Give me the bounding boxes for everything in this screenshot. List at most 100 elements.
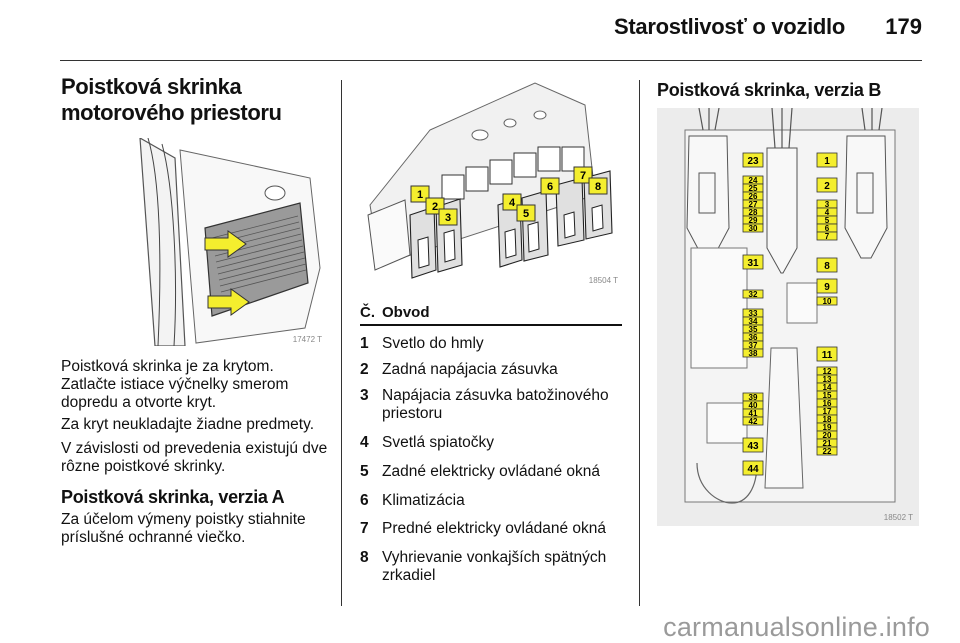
fuse-slot-left <box>742 289 764 299</box>
fuse-number-25: 25 <box>749 184 758 193</box>
paragraph: Poistková skrinka je za krytom. Zatlačte… <box>61 358 289 411</box>
subsection-title: Poistková skrinka, verzia A <box>61 487 285 507</box>
arrow-right-icon <box>207 288 250 316</box>
fuse-number-23: 23 <box>747 156 759 167</box>
paragraph: V závislosti od prevedenia existujú dve … <box>61 440 328 475</box>
fuse-number-39: 39 <box>749 393 758 402</box>
fuse-number-6: 6 <box>825 224 830 233</box>
relay-number-4: 4 <box>509 197 516 209</box>
fuse-number-4: 4 <box>825 208 830 217</box>
row-text: Zadné elektricky ovládané okná <box>382 463 600 480</box>
row-text: Svetlo do hmly <box>382 335 484 352</box>
paragraph: Za účelom výmeny poistky stiahnite prísl… <box>61 511 306 546</box>
row-text: Predné elektricky ovládané okná <box>382 520 607 537</box>
fuse-slot-left <box>742 348 764 358</box>
relay-number-5: 5 <box>523 208 529 220</box>
relay-number-3: 3 <box>445 212 451 224</box>
row-text: Vyhrievanie vonkajších spätných zrkadiel <box>382 549 607 584</box>
row-number: 6 <box>360 492 369 509</box>
fuse-number-41: 41 <box>749 409 758 418</box>
watermark: carmanualsonline.info <box>663 612 930 642</box>
fuse-number-12: 12 <box>823 367 832 376</box>
column-header-circuit: Obvod <box>382 304 430 321</box>
row-number: 1 <box>360 335 369 352</box>
fuse-slot-right <box>816 278 838 294</box>
fuse-slot-left <box>742 460 764 476</box>
figure-label: 17472 T <box>293 335 322 344</box>
row-number: 5 <box>360 463 369 480</box>
arrow-right-icon <box>204 230 247 258</box>
section-title-line2: motorového priestoru <box>61 100 282 125</box>
fuse-slot-right <box>816 177 838 193</box>
fuse-number-20: 20 <box>823 431 832 440</box>
column-divider-1 <box>341 80 342 606</box>
figure-label: 18502 T <box>884 513 913 522</box>
fuse-number-43: 43 <box>747 441 759 452</box>
header-rule <box>60 60 922 61</box>
fuse-number-16: 16 <box>823 399 832 408</box>
fuse-number-37: 37 <box>749 341 758 350</box>
relay-number-6: 6 <box>547 181 553 193</box>
engine-compartment-illustration: 17472 T <box>100 138 325 346</box>
relay-number-8: 8 <box>595 181 601 193</box>
fuse-number-38: 38 <box>749 349 758 358</box>
subsection-title: Poistková skrinka, verzia B <box>657 80 882 100</box>
fuse-number-7: 7 <box>825 232 830 241</box>
fuse-number-28: 28 <box>749 208 758 217</box>
fuse-number-30: 30 <box>749 224 758 233</box>
fuse-number-1: 1 <box>824 156 830 167</box>
fuse-number-10: 10 <box>823 297 832 306</box>
running-header-title: Starostlivosť o vozidlo <box>613 14 845 39</box>
fuse-number-3: 3 <box>825 200 830 209</box>
row-number: 7 <box>360 520 369 537</box>
row-number: 4 <box>360 434 369 451</box>
fusebox-version-b-diagram: 2324252627282930313233343536373839404142… <box>657 108 919 526</box>
fuse-number-42: 42 <box>749 417 758 426</box>
column-divider-2 <box>639 80 640 606</box>
fuse-number-36: 36 <box>749 333 758 342</box>
section-title: Poistková skrinka motorového priestoru <box>61 74 331 126</box>
fusebox-cover <box>204 202 309 317</box>
section-title-line1: Poistková skrinka <box>61 74 242 99</box>
fuse-number-21: 21 <box>823 439 832 448</box>
page-number: 179 <box>885 14 922 39</box>
fuse-number-27: 27 <box>749 200 758 209</box>
fuse-slot-right <box>816 346 838 362</box>
fuse-slot-right <box>816 152 838 168</box>
relay-number-1: 1 <box>417 189 423 201</box>
fuse-slot-left <box>742 152 764 168</box>
fuse-number-32: 32 <box>749 290 758 299</box>
fuse-slot-left <box>742 254 764 270</box>
relay-number-7: 7 <box>580 170 586 182</box>
fuse-number-33: 33 <box>749 309 758 318</box>
fuse-number-22: 22 <box>823 447 832 456</box>
fuse-number-24: 24 <box>749 176 758 185</box>
fuse-number-2: 2 <box>824 181 830 192</box>
row-text: Svetlá spiatočky <box>382 434 494 451</box>
fuse-number-34: 34 <box>749 317 758 326</box>
fuse-number-17: 17 <box>823 407 832 416</box>
fuse-number-44: 44 <box>747 464 759 475</box>
fuse-number-11: 11 <box>822 350 833 361</box>
fuse-number-35: 35 <box>749 325 758 334</box>
row-number: 3 <box>360 387 369 404</box>
paragraph: Za kryt neukladajte žiadne predmety. <box>61 416 315 433</box>
fuse-number-26: 26 <box>749 192 758 201</box>
fuse-number-8: 8 <box>824 261 830 272</box>
fuse-number-40: 40 <box>749 401 758 410</box>
fuse-number-18: 18 <box>823 415 832 424</box>
row-text: Zadná napájacia zásuvka <box>382 361 558 378</box>
fuse-labels: 2324252627282930313233343536373839404142… <box>742 152 838 476</box>
row-text: Napájacia zásuvka batožinového priestoru <box>382 387 609 422</box>
fuse-slot-right <box>816 257 838 273</box>
fuse-slot-left <box>742 416 764 426</box>
row-number: 2 <box>360 361 369 378</box>
fuse-slot-right <box>816 446 838 456</box>
row-text: Klimatizácia <box>382 492 465 509</box>
fuse-slot-right <box>816 296 838 306</box>
fuse-number-31: 31 <box>747 258 759 269</box>
fuse-number-29: 29 <box>749 216 758 225</box>
fuse-slot-right <box>816 231 838 241</box>
figure-label: 18504 T <box>589 276 618 285</box>
fuse-slot-left <box>742 437 764 453</box>
